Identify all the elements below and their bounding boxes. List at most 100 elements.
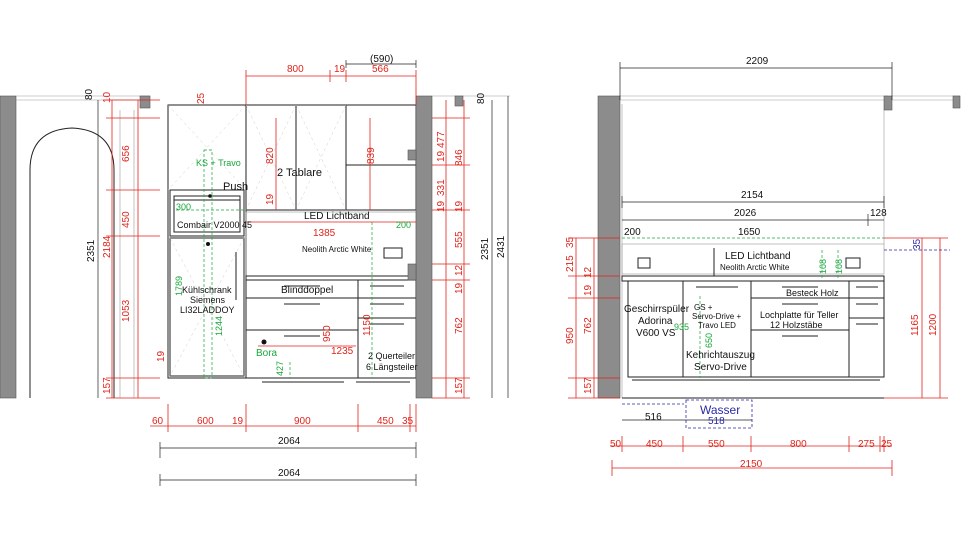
right-elevation: 2209 2154 2026 128 200 1650 35 215 12 19… [565,56,961,476]
label-neolith-left: Neolith Arctic White [302,245,372,254]
label-bora: Bora [256,348,278,359]
r-label-gs-1: GS + [694,303,713,312]
r-left-dim-762: 762 [583,317,594,334]
countertop-right [621,275,885,282]
r-label-dishwasher-1: Geschirrspüler [624,304,690,315]
inner-dim-1385: 1385 [313,228,336,239]
right-dim-2431: 2431 [496,235,507,258]
right-dim-555: 555 [454,231,465,248]
bottom-dim-35: 35 [402,416,414,427]
r-bottom-dim-25: 25 [881,439,893,450]
right-dim-80: 80 [476,92,487,104]
right-dim-477: 477 [436,131,447,148]
bottom-dim-19: 19 [232,416,244,427]
socket-left [383,247,403,259]
left-dim-10: 10 [102,91,113,103]
right-wall-left-view [415,95,433,399]
r-left-dim-35: 35 [565,236,576,248]
r-top-dim-200: 200 [624,227,641,238]
right-dim-19a: 19 [436,150,447,162]
r-bottom-dim-450: 450 [646,439,663,450]
inner-dim-1150: 1150 [362,314,373,336]
r-bottom-dim-550: 550 [708,439,725,450]
socket-right-1 [637,257,651,269]
label-querteiler: 2 Querteiler [368,351,415,361]
right-dim-12: 12 [454,264,465,276]
r-dim-108b: 108 [834,259,844,274]
r-bottom-total: 2150 [740,459,763,470]
arch-doorway [29,127,115,398]
r-right-dim-1165: 1165 [910,314,921,336]
label-push: Push [223,181,248,193]
countertop-left [245,275,417,281]
inner-dim-839: 839 [366,147,377,164]
right-dim-331: 331 [436,179,447,196]
r-left-dim-950: 950 [565,327,576,344]
inner-dim-950: 950 [322,325,333,342]
left-dim-2184: 2184 [102,235,113,258]
inner-dim-19b: 19 [156,350,167,362]
label-ks-travo: KS + Travo [196,158,241,168]
r-label-gs-3: Travo LED [698,321,736,330]
label-fridge-1: Kühlschrank [182,285,232,295]
left-elevation: 800 19 566 (590) 10 80 25 656 450 2184 1… [0,54,510,486]
left-top-dim-590: (590) [370,54,393,65]
r-label-wasser: Wasser [700,403,740,417]
bottom-total-1: 2064 [278,436,301,447]
right-dim-846: 846 [454,149,465,166]
socket-right-2 [845,257,861,269]
left-dim-80: 80 [84,88,95,100]
r-bottom-dim-50: 50 [610,439,622,450]
r-right-dim-35: 35 [912,238,923,250]
r-dim-935: 935 [674,322,689,332]
label-fridge-3: LI32LADDOY [180,305,235,315]
r-top-dim-2026: 2026 [734,208,757,219]
bottom-dim-450: 450 [377,416,394,427]
left-top-dim-800: 800 [287,64,304,75]
label-blinddoppel: Blinddoppel [281,285,333,296]
r-label-lochplatte: Lochplatte für Teller [760,310,838,320]
right-dim-157: 157 [454,377,465,394]
left-dim-450: 450 [121,211,132,228]
r-top-dim-2154: 2154 [741,190,764,201]
bottom-dim-60: 60 [152,416,164,427]
r-bottom-dim-800: 800 [790,439,807,450]
right-dim-19c: 19 [454,200,465,212]
fridge-panel [169,237,245,377]
inner-dim-820: 820 [265,147,276,164]
left-dim-1789: 1789 [174,276,184,296]
r-left-dim-215: 215 [565,255,576,272]
inner-dim-427: 427 [275,361,285,376]
label-fridge-2: Siemens [190,295,226,305]
inner-dim-1235: 1235 [331,346,354,357]
r-right-dim-1200: 1200 [928,313,939,336]
right-dim-762: 762 [454,317,465,334]
left-dim-656: 656 [121,145,132,162]
left-dim-157: 157 [102,377,113,394]
wall-right-view-left [597,95,621,399]
r-dim-108a: 108 [818,259,828,274]
base-right-narrow [848,280,885,378]
left-dim-2351: 2351 [86,239,97,262]
r-label-dishwasher-3: V600 VS [636,328,676,339]
r-label-dishwasher-2: Adorina [638,316,673,327]
r-dim-650: 650 [704,333,714,348]
left-dim-25: 25 [196,92,207,104]
r-left-dim-157: 157 [583,377,594,394]
r-bottom-dim-516: 516 [645,412,662,423]
r-left-dim-19: 19 [583,284,594,296]
inner-dim-300: 300 [176,202,191,212]
oven [169,189,245,237]
right-dim-19d: 19 [454,282,465,294]
r-bottom-dim-275: 275 [858,439,875,450]
left-dim-1053: 1053 [121,299,132,322]
r-bottom-dim-518: 518 [708,416,725,427]
r-label-holzstaebe: 12 Holzstäbe [770,320,823,330]
label-combair: Combair V2000 45 [177,220,252,230]
r-label-neolith: Neolith Arctic White [720,263,790,272]
right-dim-19b: 19 [436,200,447,212]
r-top-dim-1650: 1650 [738,227,761,238]
bottom-total-2: 2064 [278,468,301,479]
r-label-besteck: Besteck Holz [786,288,839,298]
